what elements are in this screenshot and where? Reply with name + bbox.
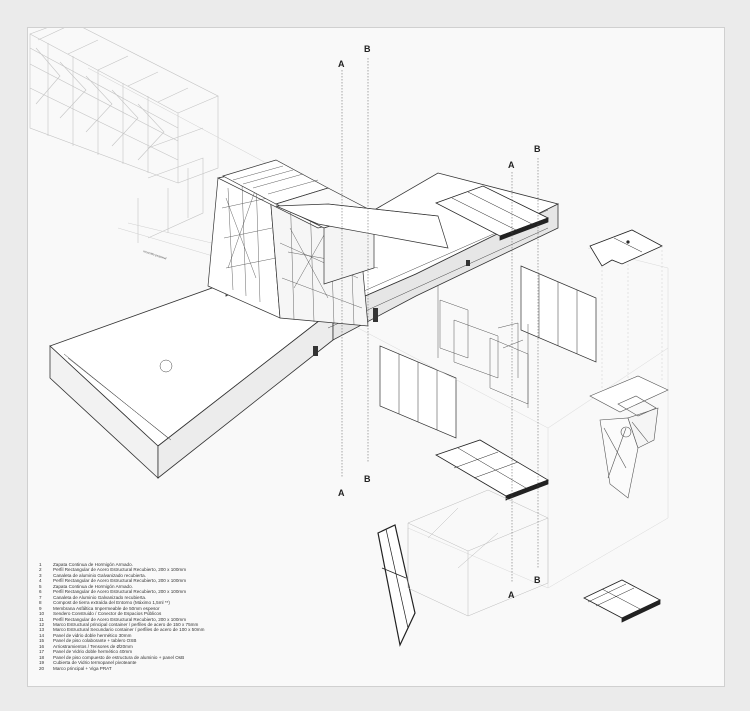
legend-number: 7 <box>39 594 42 600</box>
legend-item: 1 Zapata Continua de Hormigón Armado. <box>39 562 279 567</box>
glass-panels-centre <box>379 265 597 439</box>
legend-number: 17 <box>39 649 45 655</box>
container-structure-wireframe <box>29 28 219 243</box>
legend-number: 6 <box>39 589 42 595</box>
legend-text: Perfil Rectangular de Acero Estructural … <box>53 578 187 584</box>
legend-number: 20 <box>39 665 45 671</box>
legend-number: 1 <box>39 562 42 567</box>
legend-number: 2 <box>39 567 42 573</box>
section-lines <box>341 58 539 583</box>
legend-item: 13 Marco Estructural Secundario container… <box>39 627 279 632</box>
legend-number: 14 <box>39 632 45 638</box>
legend-text: Panel de Vidrio doble hermético 40mm <box>53 649 133 655</box>
legend-number: 12 <box>39 621 45 627</box>
section-labels: A B A B A B A B <box>338 44 541 600</box>
legend-text: Zapata Continua de Hormigón Armado. <box>53 583 133 589</box>
legend-number: 13 <box>39 627 45 633</box>
pivoting-glass-panel <box>377 524 416 647</box>
legend-item: 18 Panel de piso compuesto de estructura … <box>39 655 279 660</box>
section-label-a-right-top: A <box>508 160 515 170</box>
section-label-b-top: B <box>364 44 371 54</box>
legend-item: 15 Panel de piso colaborante + tablero OS… <box>39 638 279 643</box>
legend-text: Panel de vidrio doble hermético 30mm <box>53 632 132 638</box>
legend-number: 9 <box>39 605 42 611</box>
legend-item: 4 Perfil Rectangular de Acero Estructural… <box>39 578 279 583</box>
section-label-a-top: A <box>338 59 345 69</box>
legend-number: 18 <box>39 654 45 660</box>
legend-text: Sendero Construido / Conector de Espacio… <box>53 611 162 617</box>
legend-item: 3 Canaleta de aluminio Galvanizado recubi… <box>39 573 279 578</box>
section-label-a-bottom: A <box>338 488 345 498</box>
section-label-b-right-top: B <box>534 144 541 154</box>
drawing-sheet: recorrido peatonal <box>27 27 725 687</box>
section-label-b-right-bottom: B <box>534 575 541 585</box>
legend-text: Membrana Asfáltica Impermeable de 50mm e… <box>53 605 160 611</box>
legend-item: 10 Sendero Construido / Conector de Espac… <box>39 611 279 616</box>
legend-item: 14 Panel de vidrio doble hermético 30mm <box>39 633 279 638</box>
legend-text: Marco Estructural Secundario container /… <box>53 627 205 633</box>
legend-item: 12 Marco Estructural principal container … <box>39 622 279 627</box>
legend-item: 8 Compost de tierra extraída del Entorno … <box>39 600 279 605</box>
legend-text: Panel de piso colaborante + tablero OSB <box>53 638 137 644</box>
legend-text: Marco Estructural principal container / … <box>53 621 199 627</box>
legend-number: 5 <box>39 583 42 589</box>
section-label-b-bottom: B <box>364 474 371 484</box>
legend-number: 16 <box>39 643 45 649</box>
floor-panel-middle <box>435 439 549 501</box>
cantilever-beam <box>275 203 449 249</box>
legend-text: Canaleta de aluminio Galvanizado recubie… <box>53 572 146 578</box>
lower-wireframe-box <box>407 489 549 617</box>
tower-column-guides <box>601 246 663 396</box>
legend-text: Marco principal + Viga PRAT <box>53 665 112 671</box>
legend-text: Perfil Rectangular de Acero Estructural … <box>53 567 187 573</box>
legend-text: Panel de piso compuesto de estructura de… <box>53 654 185 660</box>
legend-text: Canaleta de Aluminio Galvanizado recubie… <box>53 594 147 600</box>
legend-text: Compost de tierra extraída del Entorno (… <box>53 600 170 606</box>
legend-text: Zapata Continua de Hormigón Armado. <box>53 562 133 567</box>
legend-item: 5 Zapata Continua de Hormigón Armado. <box>39 584 279 589</box>
legend-item: 11 Perfil Rectangular de Acero Estructura… <box>39 617 279 622</box>
legend-item: 6 Perfil Rectangular de Acero Estructural… <box>39 589 279 594</box>
legend-number: 8 <box>39 600 42 606</box>
legend-item: 19 Cubierta de Vidrio termopanel pivotean… <box>39 660 279 665</box>
legend-item: 17 Panel de Vidrio doble hermético 40mm <box>39 649 279 654</box>
path-label: recorrido peatonal <box>143 249 168 260</box>
slab-markers <box>313 260 470 356</box>
section-label-a-right-bottom: A <box>508 590 515 600</box>
legend-number: 10 <box>39 611 45 617</box>
legend-item: 20 Marco principal + Viga PRAT <box>39 666 279 671</box>
tower-roof-plate <box>589 229 663 267</box>
legend-text: Perfil Rectangular de Acero Estructural … <box>53 589 187 595</box>
legend-item: 9 Membrana Asfáltica Impermeable de 50mm … <box>39 606 279 611</box>
exploded-axonometric-drawing: recorrido peatonal <box>29 28 669 647</box>
legend-number: 11 <box>39 616 44 622</box>
legend-item: 16 Arriostramientos / Tensores de Ø20mm <box>39 644 279 649</box>
legend-number: 4 <box>39 578 42 584</box>
tower-structure <box>589 375 669 499</box>
legend-number: 19 <box>39 660 45 666</box>
glass-roof-panel <box>435 185 550 241</box>
legend-item: 2 Perfil Rectangular de Acero Estructural… <box>39 567 279 572</box>
legend-number: 3 <box>39 572 42 578</box>
legend-number: 15 <box>39 638 45 644</box>
legend-text: Arriostramientos / Tensores de Ø20mm <box>53 643 133 649</box>
legend-text: Perfil Rectangular de Acero Estructural … <box>53 616 187 622</box>
bracing-frames <box>437 286 529 408</box>
legend-text: Cubierta de Vidrio termopanel pivoteante <box>53 660 137 666</box>
tower-floor-panel <box>583 579 661 623</box>
legend-item: 7 Canaleta de Aluminio Galvanizado recubi… <box>39 595 279 600</box>
